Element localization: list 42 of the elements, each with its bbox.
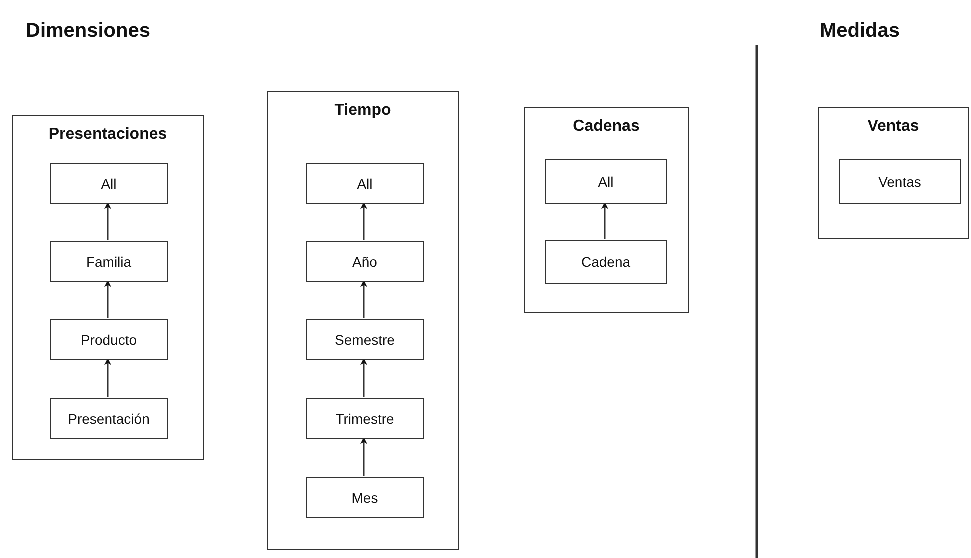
level-label: Familia	[86, 254, 132, 270]
level-box	[306, 477, 424, 518]
level-label: Semestre	[335, 332, 395, 348]
group-title: Cadenas	[572, 118, 641, 136]
group-container	[267, 91, 459, 550]
arrow	[360, 437, 368, 476]
level-box	[50, 398, 168, 439]
section-heading: Dimensiones	[26, 20, 150, 43]
arrow	[104, 358, 112, 397]
level-label: Cadena	[581, 254, 631, 270]
arrow	[360, 358, 368, 397]
level-label: Año	[352, 254, 378, 270]
level-box	[306, 163, 424, 204]
level-label: All	[357, 176, 373, 192]
level-box	[306, 319, 424, 360]
arrow	[602, 202, 608, 239]
level-label: Producto	[80, 332, 138, 348]
level-label: Mes	[352, 490, 378, 506]
level-box	[545, 159, 667, 204]
arrow	[360, 202, 368, 240]
level-box	[839, 159, 961, 204]
level-label: Trimestre	[336, 410, 394, 426]
group-title: Tiempo	[334, 102, 392, 120]
group-container	[818, 107, 969, 239]
level-box	[50, 319, 168, 360]
level-box	[50, 241, 168, 282]
arrow	[360, 280, 368, 318]
group-title: Ventas	[866, 118, 920, 136]
arrow	[104, 202, 112, 240]
section-heading: Medidas	[820, 20, 900, 43]
arrow	[104, 280, 112, 318]
level-label: Ventas	[878, 174, 922, 190]
group-container	[524, 107, 689, 313]
group-title: Presentaciones	[48, 126, 168, 144]
level-label: All	[598, 174, 614, 190]
level-box	[50, 163, 168, 204]
level-box	[306, 398, 424, 439]
level-box	[545, 240, 667, 284]
level-label: All	[101, 176, 117, 192]
level-box	[306, 241, 424, 282]
group-container	[12, 115, 204, 460]
level-label: Presentación	[68, 410, 150, 426]
